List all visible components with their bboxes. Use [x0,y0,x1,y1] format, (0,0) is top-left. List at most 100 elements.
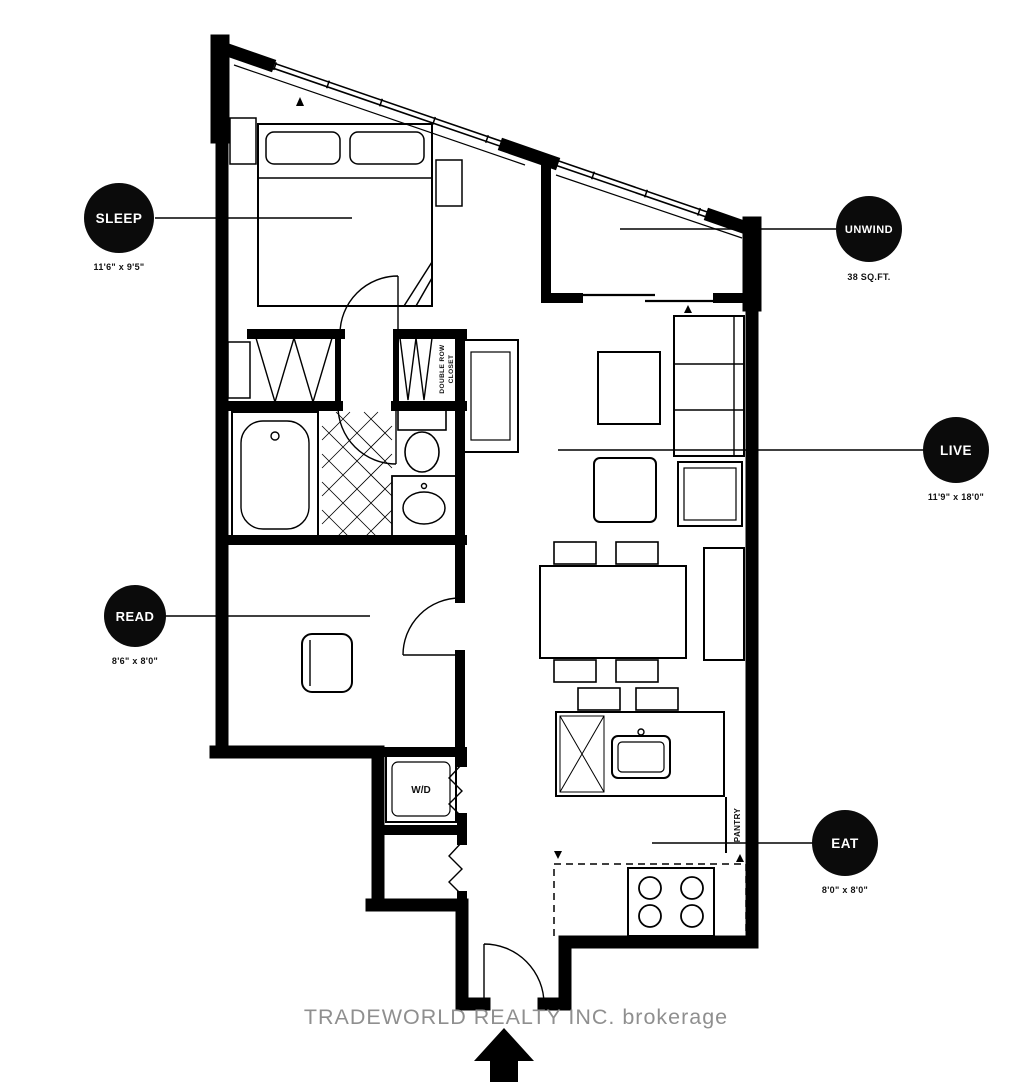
read-room-door [402,597,461,656]
read-badge-title: READ [116,609,155,624]
closet-bifold-b [399,337,433,401]
label-sleep: SLEEP 11'6" x 9'5" [84,183,352,272]
unwind-badge [836,196,902,262]
burner-2 [680,876,704,900]
unwind-badge-title: UNWIND [845,224,893,236]
sideboard [703,547,745,661]
label-live: LIVE 11'9" x 18'0" [558,417,989,502]
island-hatch-lines [559,715,605,793]
label-read: READ 8'6" x 8'0" [104,585,370,666]
dining-chair-4 [615,659,659,683]
bedroom-shelf [227,341,251,399]
exterior-wall-path [209,41,759,1011]
toilet-tank [397,409,447,431]
live-dims: 11'9" x 18'0" [928,492,984,502]
unwind-dims: 38 SQ.FT. [847,272,890,282]
tv-unit-inner [470,351,511,441]
window-marker [296,97,304,106]
closet-label-line1: DOUBLE ROW [439,344,446,394]
washer-dryer-inner [391,761,451,817]
window-sill-balcony [555,174,743,239]
room-labels: SLEEP 11'6" x 9'5" UNWIND 38 SQ.FT. LIVE… [84,183,989,895]
bathroom-fixtures [231,409,459,539]
pillow-right [349,131,425,165]
dining-table [539,565,687,659]
ottoman [677,461,743,527]
toilet-bowl [404,431,440,473]
label-eat: EAT 8'0" x 8'0" [652,810,878,895]
bed-fold-lines [403,261,433,307]
burner-3 [638,904,662,928]
laundry [385,755,457,823]
ottoman-inner [683,467,737,521]
north-arrow-icon [474,1028,534,1082]
stove [627,867,715,937]
read-dims: 8'6" x 8'0" [112,656,158,666]
dining-chair-3 [553,659,597,683]
desk-chair [301,633,353,693]
bathtub-inner [240,420,310,530]
window-marker [684,305,692,313]
eat-badge [812,810,878,876]
window-marker [736,854,744,862]
interior-wall-path [217,155,757,910]
closet-bifold-a [255,335,333,405]
counter-dashed [553,863,747,936]
dining-chair-1 [553,541,597,565]
nightstand-right [435,159,463,207]
label-unwind: UNWIND 38 SQ.FT. [620,196,902,282]
sofa [673,315,745,457]
vanity-sink [402,491,446,525]
sleep-dims: 11'6" x 9'5" [94,262,145,272]
bathtub-faucet [270,431,280,441]
eat-badge-title: EAT [831,836,859,851]
sink-faucet [637,728,645,736]
burner-1 [638,876,662,900]
window-sill-bedroom [233,64,526,166]
dining-chair-2 [615,541,659,565]
window-wall [220,44,754,303]
bathroom-door [337,405,397,465]
entry-door [483,943,545,1005]
bed [257,123,433,307]
armchair [593,457,657,523]
sleep-badge [84,183,154,253]
tv-unit [462,339,519,453]
read-room-furniture [301,633,353,693]
eat-dims: 8'0" x 8'0" [822,885,868,895]
balcony-sliding-door [576,293,722,303]
closet-label-line2: CLOSET [448,355,455,384]
pillow-left [265,131,341,165]
kitchen-sink [611,735,671,779]
coffee-table [597,351,661,425]
vanity-faucet [420,482,428,490]
island-hatch-area [559,715,605,793]
interior-walls [217,155,757,910]
washer-dryer [385,755,457,823]
live-badge [923,417,989,483]
window-marker [554,851,562,859]
washer-dryer-label: W/D [411,785,430,796]
window-glass-lines [220,44,754,234]
pantry-label: PANTRY [733,808,742,843]
kitchen-sink-inner [617,741,665,773]
tile-hatch [321,411,393,539]
brokerage-watermark: TRADEWORLD REALTY INC. brokerage [304,1005,728,1029]
exterior-walls [209,34,762,1011]
read-badge [104,585,166,647]
bar-stool-1 [577,687,621,711]
bathtub [231,411,319,539]
doors [255,275,545,1005]
hall-closet-bifold [448,841,463,896]
nightstand-left [229,117,257,165]
bar-stool-2 [635,687,679,711]
kitchen [553,687,747,937]
vanity [391,475,459,539]
sleep-badge-title: SLEEP [96,211,143,226]
sofa-cushion-lines [674,316,744,456]
laundry-bifold [448,763,463,818]
window-mullions [272,62,702,216]
live-badge-title: LIVE [940,443,972,458]
